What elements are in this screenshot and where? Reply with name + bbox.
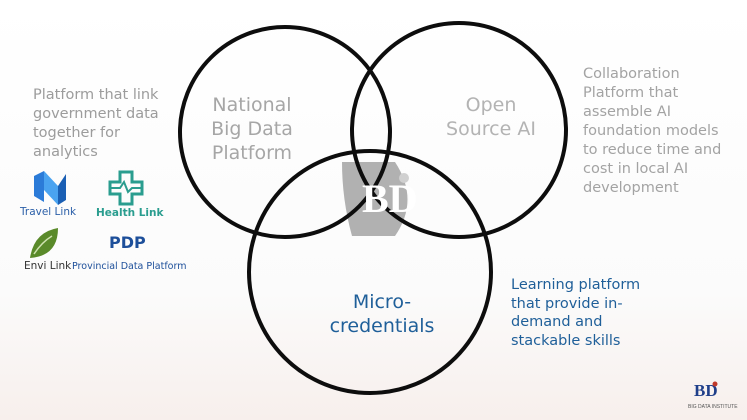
travel-link-icon [34, 171, 66, 205]
envi-link-label: Envi Link [24, 260, 72, 272]
right-description: Collaboration Platform that assemble AI … [583, 66, 722, 196]
footer-logo-mark: BD [694, 381, 718, 400]
health-link-label: Health Link [96, 207, 164, 219]
label-open-source-ai: Open Source AI [446, 94, 536, 140]
label-micro-credentials: Micro-credentials [329, 291, 435, 337]
footer-logo-dot [712, 381, 718, 387]
circle-opensource [350, 21, 568, 239]
center-logo-text: BD [362, 176, 418, 221]
label-national-big-data: National Big Data Platform [211, 94, 293, 164]
footer-logo-caption: BIG DATA INSTITUTE [688, 404, 738, 410]
bottom-description: Learning platform that provide in-demand… [511, 277, 641, 349]
footer-logo: BD BIG DATA INSTITUTE [688, 381, 738, 410]
pdp-mark: PDP [109, 233, 146, 252]
circle-micro [247, 149, 493, 395]
health-link-icon [108, 170, 144, 206]
envi-link-icon [30, 228, 58, 258]
travel-link-label: Travel Link [20, 206, 77, 218]
circle-national [178, 25, 392, 239]
left-description: Platform that link government data toget… [33, 87, 159, 160]
center-logo-dot [399, 173, 409, 183]
pdp-name: Provincial Data Platform [72, 261, 187, 272]
